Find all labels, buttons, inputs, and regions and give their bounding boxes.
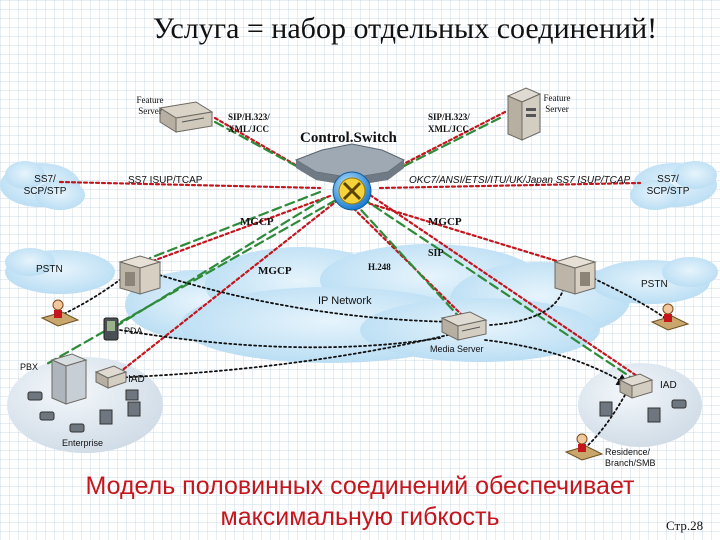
pstn-right-cloud <box>590 257 718 304</box>
ss7-left-cloud <box>0 161 85 210</box>
pbx-label: PBX <box>20 362 38 372</box>
pstn-right-label: PSTN <box>641 279 668 290</box>
enterprise-label: Enterprise <box>62 438 103 448</box>
ss7-right-cloud <box>630 161 717 210</box>
user-desk-residence-icon <box>564 433 604 461</box>
ss7-isup-left-label: SS7 ISUP/TCAP <box>128 175 203 186</box>
enterprise-phone-icons <box>27 389 141 433</box>
pstn-left-cloud <box>5 248 115 294</box>
iad-left-icon <box>94 365 128 389</box>
ip-network-label: IP Network <box>318 295 372 307</box>
gateway-right-icon <box>553 255 597 295</box>
media-server-label: Media Server <box>430 344 484 354</box>
iad-right-label: IAD <box>660 380 677 391</box>
pbx-icon <box>50 353 88 405</box>
mgcp-mid-label: MGCP <box>258 265 292 277</box>
page-number: Стр.28 <box>666 518 704 533</box>
h248-label: H.248 <box>368 262 391 272</box>
ss7-left-label: SS7/SCP/STP <box>24 174 67 197</box>
sip-right-label: SIP/H.323/XML/JCC <box>428 112 470 134</box>
pda-icon <box>103 317 119 341</box>
residence-device-icons <box>599 399 687 423</box>
residence-bubble <box>578 363 702 447</box>
media-server-icon <box>440 311 488 341</box>
pstn-left-label: PSTN <box>36 264 63 275</box>
control-switch-icon <box>294 143 405 211</box>
mgcp-left-label: MGCP <box>240 216 274 228</box>
residence-label: Residence/Branch/SMB <box>605 447 656 468</box>
user-desk-right-icon <box>650 303 690 331</box>
gateway-left-icon <box>118 255 162 295</box>
user-desk-left-icon <box>40 299 80 327</box>
subtitle-line-1: Модель половинных соединений обеспечивае… <box>85 472 635 500</box>
sip-left-label: SIP/H.323/XML/JCC <box>228 112 270 134</box>
control-switch-label: Control.Switch <box>300 130 397 146</box>
subtitle-line-2: максимальную гибкость <box>220 503 500 531</box>
sip-label: SIP <box>428 248 444 259</box>
iad-left-label: IAD <box>128 374 145 385</box>
ss7-right-label: SS7/SCP/STP <box>647 174 690 197</box>
ip-network-cloud <box>125 244 630 363</box>
feature-server-left-icon <box>158 101 214 133</box>
okc7-label: OKC7/ANSI/ETSI/ITU/UK/Japan SS7 ISUP/TCA… <box>409 175 631 186</box>
iad-right-icon <box>618 373 654 399</box>
page-title: Услуга = набор отдельных соединений! <box>152 12 658 45</box>
feature-server-right-icon <box>506 87 542 141</box>
pda-label: PDA <box>124 326 143 336</box>
mgcp-right-label: MGCP <box>428 216 462 228</box>
